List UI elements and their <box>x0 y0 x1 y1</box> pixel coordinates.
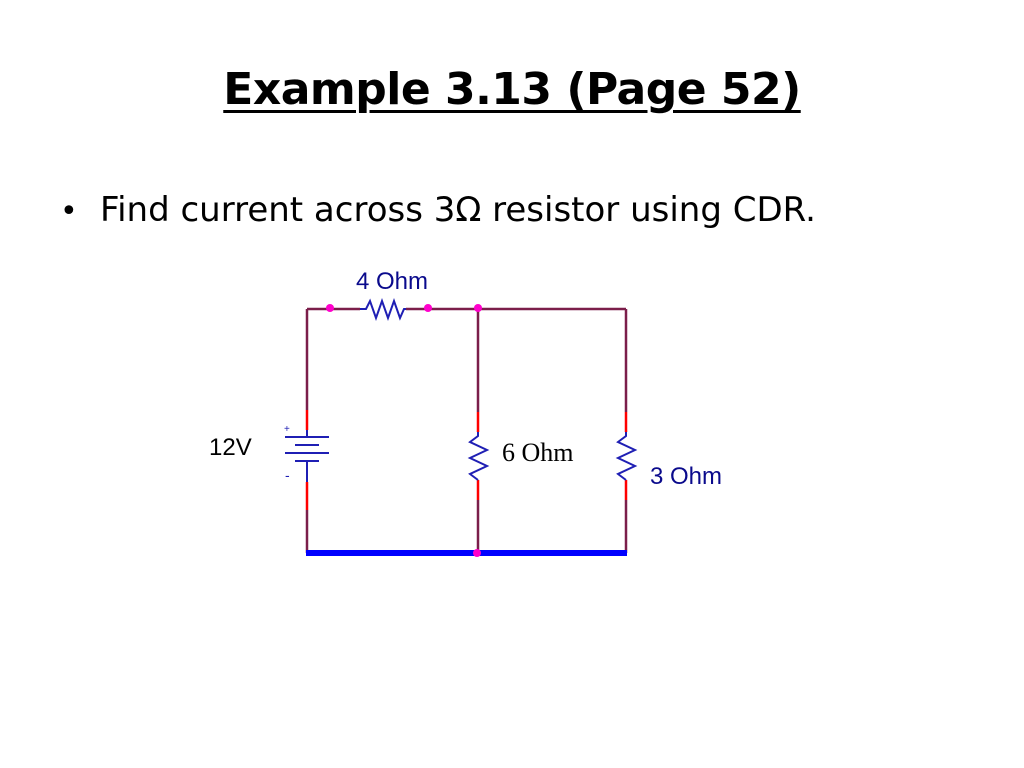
label-4-ohm: 4 Ohm <box>356 268 428 295</box>
label-12v: 12V <box>209 434 252 461</box>
node-dot <box>474 304 482 312</box>
bullet-icon: • <box>60 194 78 229</box>
node-dot <box>424 304 432 312</box>
component-leads <box>305 410 628 510</box>
node-dots <box>326 304 482 557</box>
battery-icon <box>285 430 329 482</box>
bullet-item: • Find current across 3Ω resistor using … <box>60 190 816 230</box>
resistor-6-ohm <box>467 432 490 481</box>
resistor-4-ohm <box>360 297 406 322</box>
battery-plus-mark: + <box>284 424 290 435</box>
label-3-ohm: 3 Ohm <box>650 463 722 490</box>
node-dot <box>326 304 334 312</box>
wires <box>305 307 628 553</box>
battery-minus-mark: - <box>285 467 290 483</box>
bullet-text: Find current across 3Ω resistor using CD… <box>100 190 816 230</box>
label-6-ohm: 6 Ohm <box>502 438 574 467</box>
resistor-3-ohm <box>615 432 638 481</box>
node-dot <box>473 549 481 557</box>
slide-title: Example 3.13 (Page 52) <box>223 64 801 115</box>
